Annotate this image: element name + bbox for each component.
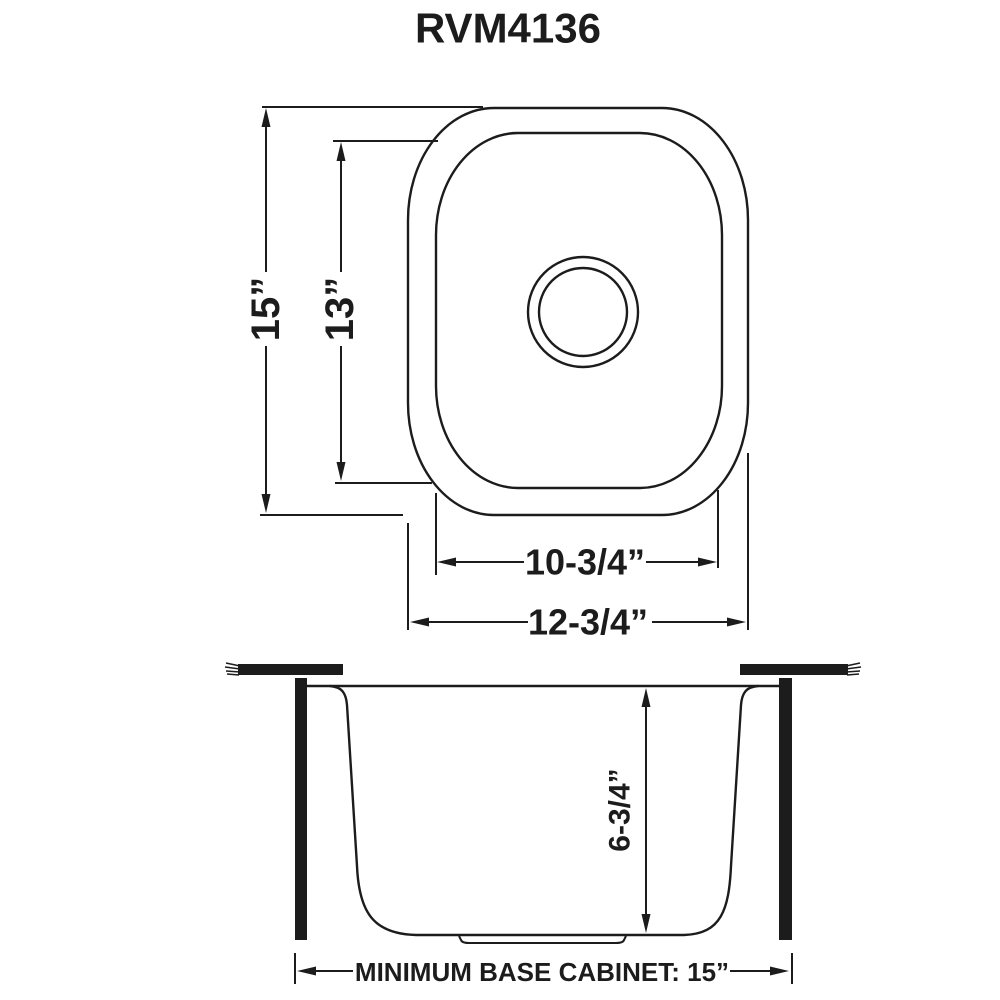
hatch-line: [224, 666, 241, 670]
dim-bowl-width: 10-3/4”: [435, 490, 719, 583]
drain-outer-ring: [526, 255, 640, 369]
hatch-line: [225, 670, 241, 673]
arrow-down-icon: [641, 914, 651, 933]
dim-bowl-height: 13”: [318, 140, 438, 484]
top-view: 15” 13” 10-3/4”: [244, 106, 750, 643]
hatch-line: [845, 662, 861, 667]
arrow-up-icon: [261, 108, 271, 127]
hatch-line: [845, 670, 861, 673]
arrow-up-icon: [641, 688, 651, 707]
sink-profile: [329, 684, 759, 937]
arrow-right-icon: [770, 966, 789, 976]
dim-overall-height: 15”: [244, 106, 483, 516]
arrow-left-icon: [437, 557, 456, 567]
dim-base-cabinet: MINIMUM BASE CABINET: 15”: [294, 953, 793, 987]
cabinet-side-right: [779, 678, 792, 940]
dim-overall-width: 12-3/4”: [407, 453, 749, 643]
hatch-line: [225, 662, 241, 667]
arrow-right-icon: [727, 617, 746, 627]
arrow-left-icon: [410, 617, 429, 627]
break-hatch-left: [224, 662, 241, 676]
sink-bowl: [434, 131, 724, 490]
arrow-up-icon: [336, 142, 346, 161]
arrow-down-icon: [336, 462, 346, 481]
dim-label-bowl-height: 13”: [318, 277, 362, 342]
drain-bump: [458, 935, 627, 944]
drain-inner-ring: [537, 266, 629, 358]
countertop-left: [238, 664, 343, 675]
dim-label-depth: 6-3/4”: [604, 768, 637, 851]
dim-label-base-cabinet: MINIMUM BASE CABINET: 15”: [355, 957, 729, 987]
cabinet-side-left: [295, 678, 307, 940]
arrow-left-icon: [297, 966, 316, 976]
dim-label-overall-width: 12-3/4”: [528, 602, 648, 643]
dim-label-overall-height: 15”: [244, 277, 288, 342]
side-view: 6-3/4” MINIMUM BASE CABINET: 15”: [224, 662, 862, 987]
page-title: RVM4136: [415, 5, 601, 52]
sink-outer-rim: [406, 106, 750, 517]
arrow-down-icon: [261, 494, 271, 513]
arrow-right-icon: [698, 557, 717, 567]
break-hatch-right: [845, 662, 862, 676]
hatch-line: [845, 666, 862, 670]
dim-label-bowl-width: 10-3/4”: [525, 542, 645, 583]
hatch-line: [846, 673, 860, 676]
dim-depth: 6-3/4”: [604, 688, 651, 933]
countertop-right: [740, 664, 848, 675]
hatch-line: [226, 673, 240, 676]
